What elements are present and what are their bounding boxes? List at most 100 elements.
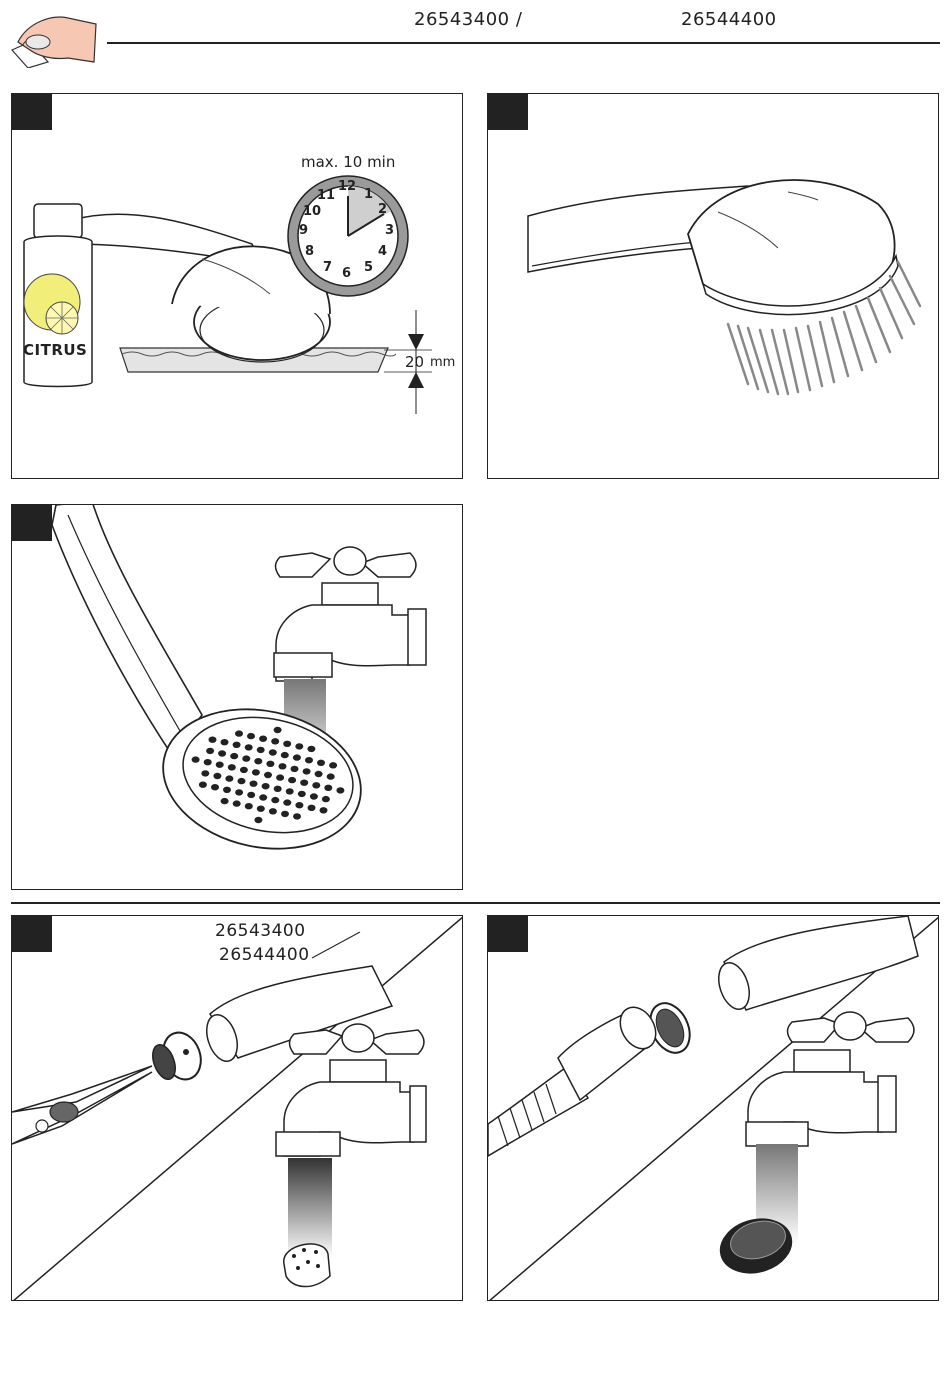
nozzle-dot bbox=[254, 758, 262, 764]
nozzle-dot bbox=[307, 746, 315, 752]
nozzle-dot bbox=[245, 803, 253, 809]
nozzle-dot bbox=[221, 798, 229, 804]
clock-number-8: 8 bbox=[305, 244, 314, 259]
nozzle-dot bbox=[242, 755, 250, 761]
nozzle-dot bbox=[209, 737, 217, 743]
nozzle-dot bbox=[279, 763, 287, 769]
nozzle-dot bbox=[295, 802, 303, 808]
nozzle-dot bbox=[254, 817, 262, 823]
depth-unit: mm bbox=[430, 355, 455, 370]
clock-number-6: 6 bbox=[342, 266, 351, 281]
nozzle-dot bbox=[230, 753, 238, 759]
bottle-label: CITRUS bbox=[23, 341, 87, 359]
panel-remove-strainer bbox=[487, 915, 939, 1301]
clock-number-11: 11 bbox=[317, 188, 335, 203]
nozzle-dot bbox=[310, 793, 318, 799]
header-model-a: 26543400 / bbox=[414, 9, 522, 30]
nozzle-dot bbox=[247, 792, 255, 798]
nozzle-dot bbox=[221, 739, 229, 745]
clock-number-7: 7 bbox=[323, 260, 332, 275]
nozzle-dot bbox=[262, 783, 270, 789]
nozzle-dot bbox=[240, 767, 248, 773]
clock-number-5: 5 bbox=[364, 260, 373, 275]
limiter-model-b: 26544400 bbox=[219, 945, 310, 965]
limiter-model-a: 26543400 bbox=[215, 921, 306, 941]
nozzle-dot bbox=[283, 799, 291, 805]
depth-value: 20 bbox=[405, 353, 424, 371]
clock-number-10: 10 bbox=[303, 204, 321, 219]
nozzle-dot bbox=[274, 786, 282, 792]
nozzle-dot bbox=[269, 808, 277, 814]
nozzle-dot bbox=[271, 797, 279, 803]
nozzle-dot bbox=[257, 747, 265, 753]
nozzle-dot bbox=[192, 756, 200, 762]
nozzle-dot bbox=[317, 760, 325, 766]
clock-number-3: 3 bbox=[385, 223, 394, 238]
nozzle-dot bbox=[320, 807, 328, 813]
nozzle-dot bbox=[293, 754, 301, 760]
nozzle-dot bbox=[233, 800, 241, 806]
nozzle-dot bbox=[303, 768, 311, 774]
nozzle-dot bbox=[276, 774, 284, 780]
panel-rinse-spray bbox=[487, 93, 939, 479]
nozzle-dot bbox=[247, 733, 255, 739]
nozzle-dot bbox=[329, 762, 337, 768]
nozzle-dot bbox=[204, 759, 212, 765]
nozzle-dot bbox=[312, 782, 320, 788]
nozzle-dot bbox=[305, 757, 313, 763]
header-rule bbox=[107, 42, 940, 44]
nozzle-dot bbox=[269, 749, 277, 755]
nozzle-dot bbox=[199, 782, 207, 788]
time-limit-label: max. 10 min bbox=[301, 153, 395, 171]
nozzle-dot bbox=[238, 778, 246, 784]
nozzle-dot bbox=[206, 748, 214, 754]
cleaning-hand-icon bbox=[8, 12, 98, 68]
nozzle-dot bbox=[245, 744, 253, 750]
nozzle-dot bbox=[252, 769, 260, 775]
nozzle-dot bbox=[281, 752, 289, 758]
nozzle-dot bbox=[322, 796, 330, 802]
nozzle-dot bbox=[235, 730, 243, 736]
nozzle-dot bbox=[336, 787, 344, 793]
clock-number-4: 4 bbox=[378, 244, 387, 259]
nozzle-dot bbox=[228, 764, 236, 770]
nozzle-dot bbox=[281, 811, 289, 817]
nozzle-dot bbox=[283, 741, 291, 747]
nozzle-dot bbox=[293, 813, 301, 819]
nozzle-dot bbox=[327, 773, 335, 779]
nozzle-dot bbox=[295, 743, 303, 749]
nozzle-dot bbox=[308, 805, 316, 811]
nozzle-dot bbox=[298, 791, 306, 797]
panel-remove-limiter: 26543400 26544400 bbox=[11, 915, 463, 1301]
nozzle-dot bbox=[271, 738, 279, 744]
nozzle-dot bbox=[324, 785, 332, 791]
clock-number-2: 2 bbox=[378, 202, 387, 217]
nozzle-dot bbox=[218, 750, 226, 756]
clock-number-1: 1 bbox=[364, 187, 373, 202]
nozzle-dot bbox=[274, 727, 282, 733]
nozzle-dot bbox=[216, 762, 224, 768]
clock-number-12: 12 bbox=[338, 179, 356, 194]
nozzle-dot bbox=[225, 775, 233, 781]
panel-soak-descaler: max. 10 min 12 1 2 3 4 5 6 7 8 9 10 11 C… bbox=[11, 93, 463, 479]
nozzle-dot bbox=[259, 736, 267, 742]
nozzle-dot bbox=[250, 781, 258, 787]
nozzle-dot bbox=[211, 784, 219, 790]
nozzle-dot bbox=[257, 806, 265, 812]
nozzle-dot bbox=[213, 773, 221, 779]
header-model-b: 26544400 bbox=[681, 9, 777, 30]
nozzle-dot bbox=[259, 794, 267, 800]
nozzle-dot bbox=[266, 761, 274, 767]
clock-number-9: 9 bbox=[299, 223, 308, 238]
panel-rinse-face bbox=[11, 504, 463, 890]
nozzle-dot bbox=[235, 789, 243, 795]
nozzle-dot bbox=[201, 770, 209, 776]
nozzle-dot bbox=[315, 771, 323, 777]
nozzle-dot bbox=[233, 742, 241, 748]
nozzle-dot bbox=[288, 777, 296, 783]
nozzle-dot bbox=[264, 772, 272, 778]
nozzle-dot bbox=[223, 787, 231, 793]
nozzle-dot bbox=[291, 766, 299, 772]
nozzle-dot bbox=[286, 788, 294, 794]
section-separator bbox=[11, 902, 940, 904]
